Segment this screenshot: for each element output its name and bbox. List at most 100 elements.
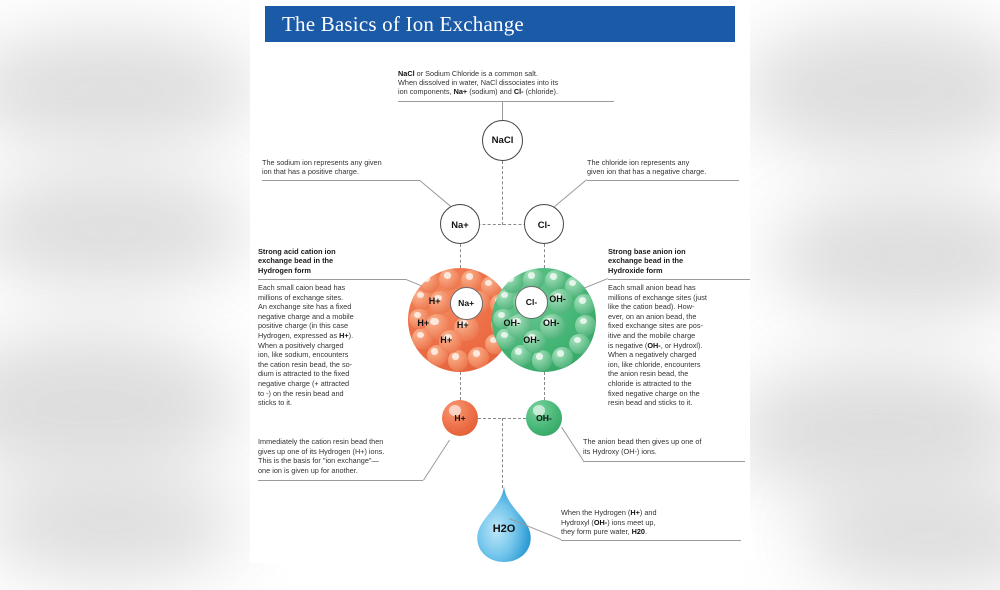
body-cation-l7: When a positively charged bbox=[258, 340, 344, 350]
bead-pellet bbox=[575, 314, 596, 336]
body-anion-l2: millions of exchange sites (just bbox=[608, 292, 707, 302]
connector-nacl-down bbox=[502, 161, 503, 225]
backdrop-blob bbox=[0, 470, 240, 580]
bead-pellet bbox=[502, 272, 524, 293]
note-chloride: The chloride ion represents any given io… bbox=[587, 158, 752, 176]
bead-pellet bbox=[523, 330, 547, 354]
bead-label-hplus: H+ bbox=[417, 317, 430, 328]
cation-resin-bead[interactable]: Na+ H+ H+ H+ H+ bbox=[408, 268, 512, 372]
bead-pellet bbox=[574, 294, 595, 315]
backdrop-blob bbox=[740, 20, 1000, 160]
captured-cl-label: Cl- bbox=[525, 297, 538, 308]
note-anion-release-l1: The anion bead then gives up one of bbox=[583, 437, 702, 446]
nacl-line3e: (chloride). bbox=[523, 87, 559, 97]
bead-pellet bbox=[568, 333, 590, 355]
bead-pellet bbox=[545, 270, 566, 291]
body-anion-l10: the anion resin bead, the bbox=[608, 369, 689, 379]
body-cation-l10: dium is attracted to the fixed bbox=[258, 369, 350, 379]
note-anion-release: The anion bead then gives up one of its … bbox=[583, 437, 753, 456]
heading-cation-l1: Strong acid cation ion bbox=[258, 247, 336, 256]
body-anion-l9: ion, like chloride, encounters bbox=[608, 359, 701, 369]
bead-pellet bbox=[412, 288, 433, 310]
page-header: The Basics of Ion Exchange bbox=[265, 6, 735, 42]
infographic-page: The Basics of Ion Exchange NaCl or Sodiu… bbox=[250, 0, 750, 563]
water-label: H2O bbox=[492, 523, 516, 535]
body-anion-l11: chloride is attracted to the bbox=[608, 378, 692, 388]
heading-cation: Strong acid cation ion exchange bead in … bbox=[258, 247, 408, 275]
nacl-line3c: (sodium) and bbox=[467, 87, 514, 97]
node-nacl[interactable]: NaCl bbox=[482, 120, 523, 161]
body-anion-l7a: is negative ( bbox=[608, 340, 648, 350]
note-water-rule bbox=[561, 540, 741, 541]
connector-bead-hplus bbox=[460, 372, 461, 400]
backdrop-blob bbox=[730, 360, 1000, 500]
bead-pellet bbox=[548, 288, 574, 314]
body-cation-l9: the cation resin bead, the so- bbox=[258, 359, 353, 369]
released-hplus-ion[interactable]: H+ bbox=[442, 400, 478, 436]
bead-pellet bbox=[531, 350, 553, 371]
node-cl[interactable]: Cl- bbox=[524, 204, 564, 244]
released-ohminus-ion[interactable]: OH- bbox=[526, 400, 562, 436]
body-cation-l3: An exchange site has a fixed bbox=[258, 302, 352, 312]
nacl-rest: or Sodium Chloride is a common salt. bbox=[414, 69, 538, 78]
nacl-line3a: ion components, bbox=[398, 87, 454, 97]
backdrop-blob bbox=[800, 480, 1000, 590]
captured-na-ion: Na+ bbox=[449, 286, 483, 320]
bead-pellet bbox=[480, 276, 502, 298]
bead-pellet bbox=[447, 350, 469, 371]
note-water-l2a: Hydroxyl ( bbox=[561, 517, 594, 527]
bead-pellet bbox=[523, 269, 544, 290]
note-sodium: The sodium ion represents any given ion … bbox=[262, 158, 437, 176]
node-nacl-label: NaCl bbox=[491, 135, 514, 146]
body-cation-l8: ion, like sodium, encounters bbox=[258, 350, 349, 360]
bead-pellet bbox=[461, 270, 482, 291]
body-anion-l12: fixed negative charge on the bbox=[608, 388, 700, 398]
body-anion-l4: ever, on an anion bead, the bbox=[608, 311, 697, 321]
bead-pellet bbox=[552, 347, 574, 368]
bead-label-ohminus: OH- bbox=[523, 334, 540, 345]
page-title: The Basics of Ion Exchange bbox=[282, 11, 524, 36]
body-cation-l11: negative charge (+ attracted bbox=[258, 378, 350, 388]
node-na-label: Na+ bbox=[451, 218, 469, 230]
bead-pellet bbox=[496, 288, 517, 310]
bead-label-ohminus: OH- bbox=[503, 317, 520, 328]
bead-pellet bbox=[439, 269, 460, 290]
connector-cl-bead bbox=[544, 244, 545, 268]
droplet-icon bbox=[477, 486, 531, 562]
backdrop-blob bbox=[0, 330, 240, 480]
note-anion-release-rule bbox=[583, 461, 745, 462]
body-cation-l12: to -) on the resin bead and bbox=[258, 388, 344, 398]
node-na[interactable]: Na+ bbox=[440, 204, 480, 244]
body-anion-l13: resin bead and sticks to it. bbox=[608, 398, 693, 408]
anion-resin-bead[interactable]: Cl- OH- OH- OH- OH- bbox=[492, 268, 596, 372]
backdrop-blob bbox=[0, 30, 260, 150]
body-cation-l1: Each small caion bead has bbox=[258, 283, 346, 292]
note-water-l3c: . bbox=[644, 527, 647, 537]
heading-anion: Strong base anion ion exchange bead in t… bbox=[608, 247, 758, 275]
note-chloride-l1: The chloride ion represents any bbox=[587, 158, 690, 167]
body-cation-l5: positive charge (in this case bbox=[258, 321, 349, 331]
heading-anion-l2: exchange bead in the bbox=[608, 256, 684, 266]
backdrop-blob bbox=[770, 190, 1000, 320]
heading-cation-rule bbox=[258, 279, 406, 280]
body-anion-l1: Each small anion bead has bbox=[608, 283, 696, 292]
bead-label-hplus: H+ bbox=[428, 296, 441, 307]
body-anion-l8: When a negatively charged bbox=[608, 350, 697, 360]
water-droplet[interactable]: H2O bbox=[472, 486, 536, 562]
cl-bold: Cl- bbox=[513, 87, 524, 97]
note-sodium-l2: ion that has a positive charge. bbox=[262, 167, 359, 177]
note-sodium-l1: The sodium ion represents any given bbox=[262, 158, 382, 167]
body-cation-l6c: ). bbox=[348, 330, 354, 340]
note-water-l1c: ) and bbox=[639, 508, 657, 517]
backdrop-blob bbox=[0, 170, 250, 290]
note-water-l3a: they form pure water, bbox=[561, 527, 632, 537]
node-cl-label: Cl- bbox=[537, 218, 551, 230]
body-cation-l13: sticks to it. bbox=[258, 398, 293, 408]
bead-label-ohminus: OH- bbox=[542, 317, 560, 328]
body-cation-l6a: Hydrogen, expressed as bbox=[258, 330, 340, 340]
heading-anion-rule bbox=[608, 279, 750, 280]
body-anion: Each small anion bead has millions of ex… bbox=[608, 283, 760, 408]
heading-cation-l3: Hydrogen form bbox=[258, 265, 311, 275]
body-anion-l7c: , or Hydroxl). bbox=[660, 340, 703, 350]
note-water-hplus: H+ bbox=[630, 508, 640, 517]
